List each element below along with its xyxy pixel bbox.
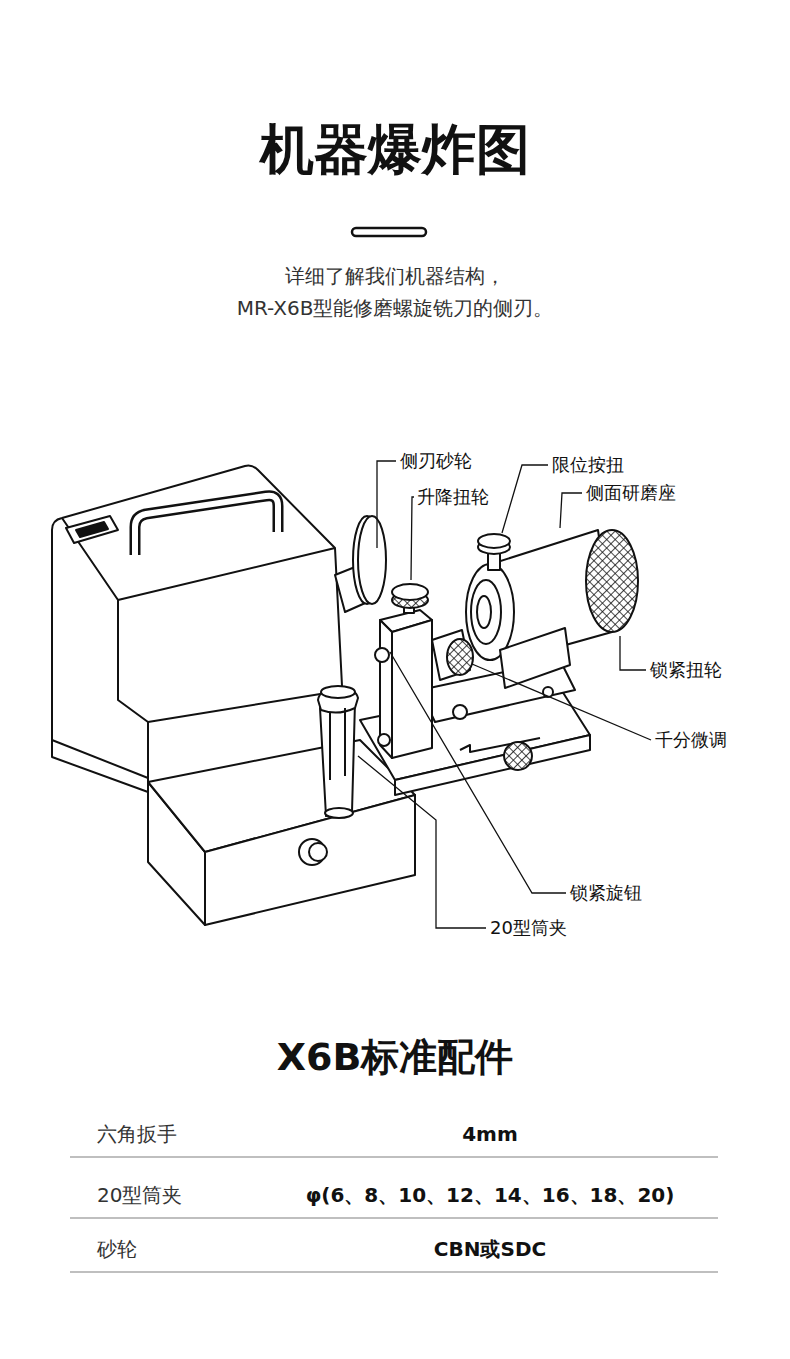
knob	[378, 734, 390, 746]
table-cell: 4mm	[462, 1122, 518, 1146]
drawer	[205, 795, 415, 925]
base-knob	[504, 742, 532, 770]
part-name: 千分微调	[655, 729, 727, 751]
housing-edge	[52, 740, 148, 778]
intro-text: MR-X6B型能修磨螺旋铣刀的侧刃。	[237, 296, 554, 320]
part-name: 侧面研磨座	[586, 482, 676, 504]
grinding-seat-base	[500, 628, 570, 688]
table-cell: CBN或SDC	[434, 1237, 546, 1261]
leader-lines	[358, 756, 486, 928]
part-name: 升降扭轮	[417, 486, 489, 508]
housing-edge	[62, 518, 335, 600]
drawer-knob	[309, 843, 327, 861]
lift-knob	[392, 584, 428, 600]
micrometer	[447, 639, 473, 675]
table-rules	[70, 1217, 718, 1219]
screw	[453, 705, 467, 719]
power-switch	[76, 522, 108, 537]
section-title: X6B标准配件	[277, 1035, 514, 1081]
leader-lines	[502, 465, 548, 533]
page-title: 机器爆炸图	[260, 118, 530, 183]
carry-handle	[135, 496, 278, 555]
machine-drawing	[52, 466, 638, 926]
collet	[325, 808, 353, 818]
part-name: 20型筒夹	[490, 917, 567, 939]
power-switch	[66, 516, 118, 543]
leader-lines	[472, 664, 651, 740]
divider-bar	[352, 228, 426, 236]
grinding-seat-ring	[477, 596, 491, 628]
leader-lines	[620, 636, 646, 670]
table-cell: φ(6、8、10、12、14、16、18、20)	[306, 1183, 675, 1207]
housing	[52, 466, 345, 793]
intro-text: 详细了解我们机器结构，	[285, 264, 505, 288]
carry-handle	[135, 496, 278, 555]
side-wheel	[358, 516, 386, 604]
leader-lines	[377, 461, 396, 548]
grinding-seat-ring	[471, 580, 501, 644]
table-cell: 20型筒夹	[97, 1183, 182, 1207]
leader-lines	[358, 461, 651, 928]
part-name: 限位按扭	[552, 454, 624, 476]
part-name: 侧刃砂轮	[400, 450, 472, 472]
table-rules	[70, 1156, 718, 1158]
limit-knob	[478, 534, 510, 548]
collet	[320, 702, 355, 816]
table-cell: 砂轮	[97, 1237, 137, 1261]
collet	[321, 686, 355, 698]
knob	[375, 648, 389, 662]
table-rules	[70, 1271, 718, 1273]
leader-lines	[560, 493, 582, 528]
leader-lines	[411, 497, 414, 580]
housing-edge	[118, 600, 345, 722]
screw	[543, 687, 553, 697]
collet	[330, 708, 345, 780]
leader-lines	[390, 652, 566, 893]
table-cell: 六角扳手	[97, 1122, 177, 1146]
lock-wheel	[586, 530, 638, 632]
grinding-seat-ring	[466, 564, 514, 660]
part-name: 锁紧扭轮	[650, 659, 722, 681]
part-name: 锁紧旋钮	[570, 882, 642, 904]
table-rules	[70, 1157, 718, 1272]
